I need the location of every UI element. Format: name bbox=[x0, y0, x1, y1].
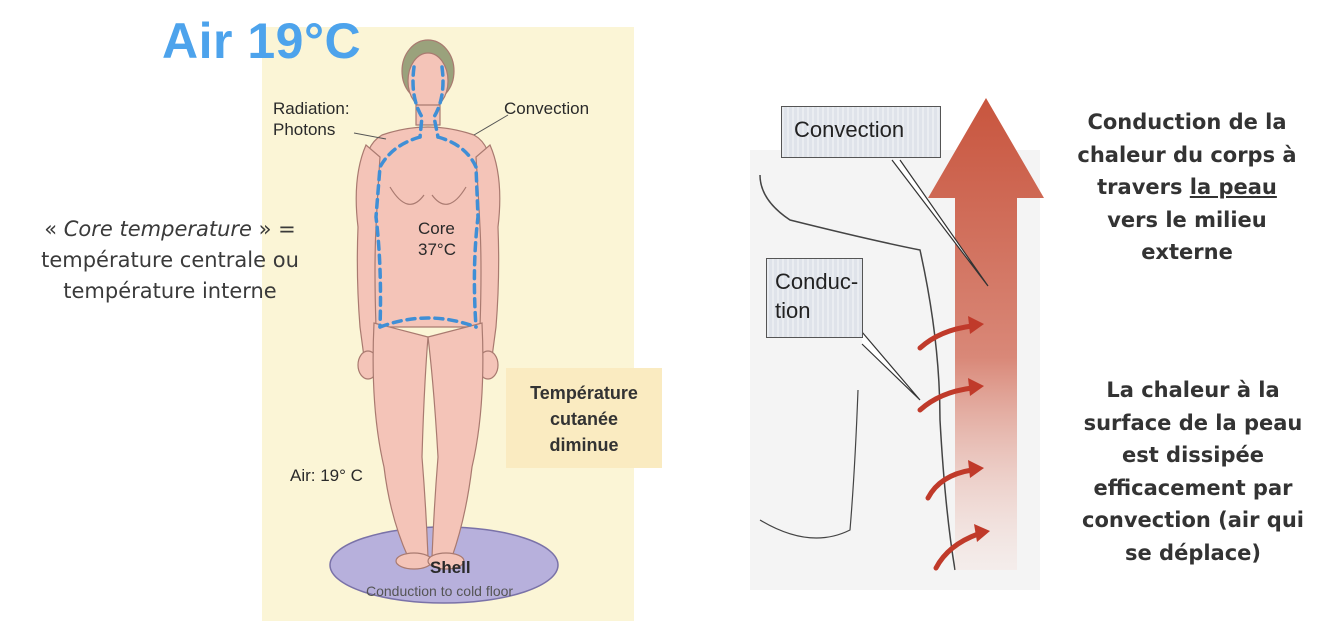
conduction-line3-underlined: la peau bbox=[1190, 175, 1277, 199]
core-label-line1: Core bbox=[418, 218, 456, 239]
convection-callout: Convection bbox=[781, 106, 941, 158]
definition-suffix: » = bbox=[252, 217, 296, 241]
radiation-label-line1: Radiation: bbox=[273, 98, 350, 119]
core-temperature-definition: « Core temperature » = température centr… bbox=[20, 214, 320, 307]
conduction-line2: chaleur du corps à bbox=[1056, 139, 1318, 172]
conduction-line4: vers le milieu bbox=[1056, 204, 1318, 237]
core-label-line2: 37°C bbox=[418, 239, 456, 260]
convection-line3: est dissipée bbox=[1062, 439, 1324, 472]
skin-box-line3: diminue bbox=[506, 432, 662, 458]
convection-line2: surface de la peau bbox=[1062, 407, 1324, 440]
convection-line1: La chaleur à la bbox=[1062, 374, 1324, 407]
definition-line1: « Core temperature » = bbox=[20, 214, 320, 245]
convection-line6: se déplace) bbox=[1062, 537, 1324, 570]
definition-term: Core temperature bbox=[64, 217, 252, 241]
conduction-callout: Conduc- tion bbox=[766, 258, 863, 338]
air-temperature-label: Air: 19° C bbox=[290, 465, 363, 486]
radiation-label: Radiation: Photons bbox=[273, 98, 350, 140]
skin-box-line1: Température bbox=[506, 380, 662, 406]
conduction-line1: Conduction de la bbox=[1056, 106, 1318, 139]
definition-prefix: « bbox=[44, 217, 64, 241]
conduction-line5: externe bbox=[1056, 236, 1318, 269]
floor-conduction-label: Conduction to cold floor bbox=[366, 581, 513, 602]
convection-explanation: La chaleur à la surface de la peau est d… bbox=[1062, 374, 1324, 569]
radiation-label-line2: Photons bbox=[273, 119, 350, 140]
conduction-line3: travers la peau bbox=[1056, 171, 1318, 204]
skin-box-line2: cutanée bbox=[506, 406, 662, 432]
page-title: Air 19°C bbox=[162, 12, 361, 70]
heat-transfer-illustration bbox=[750, 90, 1050, 590]
body-silhouette bbox=[356, 40, 500, 569]
conduction-callout-line2: tion bbox=[775, 296, 862, 325]
convection-line4: efficacement par bbox=[1062, 472, 1324, 505]
conduction-explanation: Conduction de la chaleur du corps à trav… bbox=[1056, 106, 1318, 269]
definition-line2: température centrale ou bbox=[20, 245, 320, 276]
skin-temperature-box: Température cutanée diminue bbox=[506, 368, 662, 468]
convection-label: Convection bbox=[504, 98, 589, 119]
convection-leader-line bbox=[474, 115, 508, 135]
definition-line3: température interne bbox=[20, 276, 320, 307]
heat-transfer-svg bbox=[750, 90, 1050, 590]
shell-label: Shell bbox=[430, 557, 471, 578]
core-label: Core 37°C bbox=[418, 218, 456, 260]
conduction-line3-prefix: travers bbox=[1097, 175, 1190, 199]
convection-line5: convection (air qui bbox=[1062, 504, 1324, 537]
conduction-callout-line1: Conduc- bbox=[775, 267, 862, 296]
